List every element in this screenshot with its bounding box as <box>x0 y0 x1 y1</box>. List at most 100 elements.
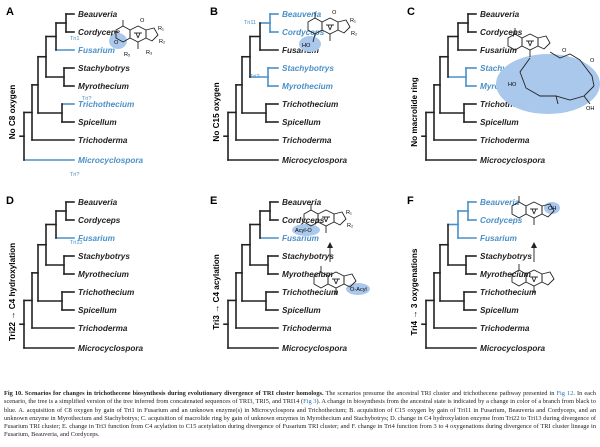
taxon-label: Microcyclospora <box>78 156 144 165</box>
taxon-label: Spicellum <box>480 306 519 315</box>
taxon-label: Cordyceps <box>282 28 325 37</box>
atom-label: O <box>562 48 567 54</box>
taxon-label: Stachybotrys <box>78 64 130 73</box>
taxon-label: Stachybotrys <box>480 252 532 261</box>
figure-caption: Fig 10. Scenarios for changes in trichot… <box>4 390 596 440</box>
taxon-label: Trichoderma <box>78 136 128 145</box>
taxon-label: Trichothecium <box>282 100 338 109</box>
taxon-label: Microcyclospora <box>78 344 144 353</box>
phylogenetic-tree-a: BeauveriaCordycepsFusariumStachybotrysMy… <box>19 10 144 165</box>
atom-label: R₁ <box>158 26 164 32</box>
phylogenetic-tree-d: BeauveriaCordycepsFusariumStachybotrysMy… <box>19 198 144 353</box>
panel-side-label: No C15 oxygen <box>212 82 221 141</box>
taxon-label: Fusarium <box>480 234 517 243</box>
taxon-label: Microcyclospora <box>480 344 546 353</box>
atom-label: HO <box>508 82 517 88</box>
panel-side-label: Tri22 → C4 hydroxylation <box>8 243 17 341</box>
atom-label: O <box>114 40 119 46</box>
atom-label: OH <box>586 106 594 112</box>
atom-label: O <box>140 18 145 24</box>
taxon-label: Fusarium <box>480 46 517 55</box>
caption-text: ). A change in biosynthesis from the anc… <box>4 398 596 414</box>
atom-label: O <box>332 10 337 16</box>
reaction-arrow-head <box>327 242 333 248</box>
chem-structure-e-top: Acyl-O R₁ R₂ <box>292 203 353 236</box>
taxon-label: Cordyceps <box>282 216 325 225</box>
atom-label: R₃ <box>146 50 152 56</box>
caption-figure-link[interactable]: Fig 12 <box>556 390 574 397</box>
taxon-label: Trichothecium <box>78 288 134 297</box>
taxon-label: Microcyclospora <box>480 156 546 165</box>
atom-label: O <box>590 58 595 64</box>
taxon-label: Fusarium <box>78 46 115 55</box>
caption-text: The scenarios presume the ancestral TRI … <box>325 390 555 397</box>
chem-structure-b: HO R₁ R₂ O <box>299 10 357 52</box>
panel-letter: E <box>210 195 217 207</box>
taxon-label: Trichoderma <box>282 324 332 333</box>
taxon-label: Fusarium <box>282 234 319 243</box>
c15-acyl-highlight <box>292 224 320 236</box>
taxon-label: Fusarium <box>282 46 319 55</box>
phylogenetic-tree-b: BeauveriaCordycepsFusariumStachybotrysMy… <box>223 10 348 165</box>
taxon-label: Spicellum <box>78 306 117 315</box>
taxon-label: Cordyceps <box>78 216 121 225</box>
atom-label: R₁ <box>346 210 352 216</box>
chem-structure-e-bottom: O-Acyl <box>313 265 370 296</box>
taxon-label: Spicellum <box>480 118 519 127</box>
branch-tag-tri-unknown: Tri? <box>250 74 259 80</box>
taxon-label: Beauveria <box>78 10 118 19</box>
chem-structure-a: O R₁ R₂ R₃ R₅ O <box>109 18 165 58</box>
atom-label: R₅ <box>124 52 130 58</box>
taxon-label: Spicellum <box>282 306 321 315</box>
caption-panel-descriptions: A. acquisition of C8 oxygen by gain of T… <box>4 406 596 439</box>
branch-tag-tri11: Tri11 <box>244 20 256 26</box>
panel-letter: D <box>6 195 14 207</box>
chem-structure-f-top: OH <box>511 195 560 226</box>
atom-label: R₂ <box>351 31 357 37</box>
taxon-label: Spicellum <box>282 118 321 127</box>
taxon-label: Beauveria <box>480 10 520 19</box>
panel-side-label: Tri4 → 3 oxygenations <box>410 248 419 335</box>
branch-tag-tri1: Tri1 <box>70 36 79 42</box>
panel-letter: F <box>407 195 414 207</box>
atom-label: OH <box>548 206 556 212</box>
atom-label: HO <box>302 43 311 49</box>
caption-text: . In each scenario, the tree is a simpli… <box>4 390 596 406</box>
taxon-label: Trichothecium <box>282 288 338 297</box>
taxon-label: Myrothecium <box>78 82 129 91</box>
phylogenetic-tree-f: BeauveriaCordycepsFusariumStachybotrysMy… <box>421 198 546 353</box>
c4-acyl-highlight <box>346 283 370 295</box>
c8-oxygen-highlight <box>109 33 127 49</box>
caption-figure-link[interactable]: Fig 3 <box>303 398 317 406</box>
reaction-arrow-head <box>531 242 537 248</box>
panel-side-label: No C8 oxygen <box>8 85 17 140</box>
atom-label: R₂ <box>159 39 165 45</box>
branch-tag-tri-unknown: Tri? <box>70 172 79 178</box>
atom-label: R₁ <box>350 18 356 24</box>
taxon-label: Beauveria <box>282 198 322 207</box>
panel-letter: B <box>210 6 218 18</box>
taxon-label: Stachybotrys <box>78 252 130 261</box>
branch-tag-tri-unknown: Tri? <box>82 96 91 102</box>
caption-fig-label: Fig 10. <box>4 390 23 397</box>
taxon-label: Beauveria <box>78 198 118 207</box>
taxon-label: Cordyceps <box>78 28 121 37</box>
panel-letter: A <box>6 6 14 18</box>
taxon-label: Myrothecium <box>282 270 333 279</box>
panel-letter: C <box>407 6 415 18</box>
taxon-label: Microcyclospora <box>282 156 348 165</box>
taxon-label: Beauveria <box>282 10 322 19</box>
taxon-label: Cordyceps <box>480 28 523 37</box>
taxon-label: Trichoderma <box>78 324 128 333</box>
taxon-label: Trichothecium <box>78 100 134 109</box>
taxon-label: Myrothecium <box>282 82 333 91</box>
taxon-label: Myrothecium <box>480 270 531 279</box>
taxon-label: Stachybotrys <box>282 252 334 261</box>
figure-panels: A B C D E F No C8 oxygen No C15 oxygen N… <box>6 6 600 353</box>
atom-label: Acyl-O <box>295 228 312 234</box>
c15-oxygen-highlight <box>299 36 321 52</box>
taxon-label: Microcyclospora <box>282 344 348 353</box>
taxon-label: Fusarium <box>78 234 115 243</box>
taxon-label: Beauveria <box>480 198 520 207</box>
taxon-label: Trichoderma <box>480 324 530 333</box>
